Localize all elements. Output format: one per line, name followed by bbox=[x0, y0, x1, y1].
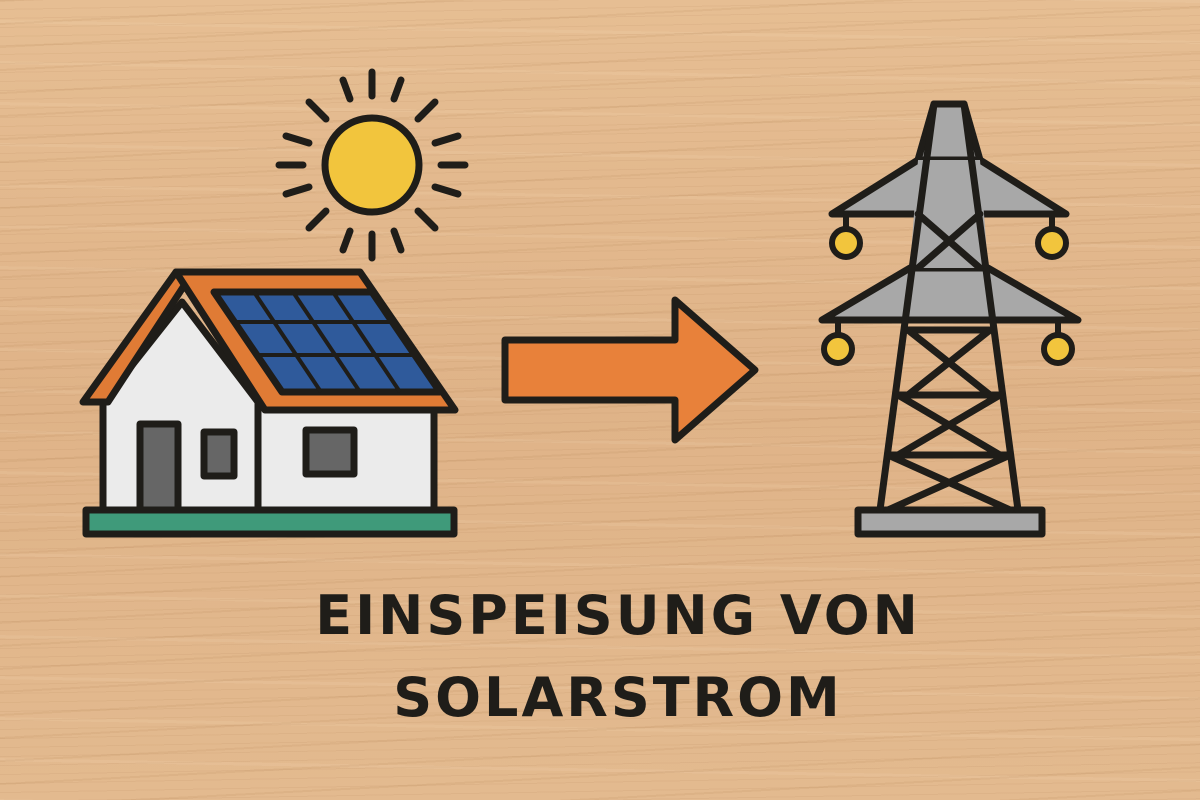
caption-line-2: SOLARSTROM bbox=[393, 666, 843, 729]
caption-line-1: EINSPEISUNG VON bbox=[315, 584, 921, 647]
sun-icon bbox=[275, 68, 469, 262]
house-with-solar-panels-icon bbox=[79, 268, 459, 538]
right-arrow-icon bbox=[501, 296, 759, 444]
power-pylon-icon bbox=[818, 100, 1082, 538]
